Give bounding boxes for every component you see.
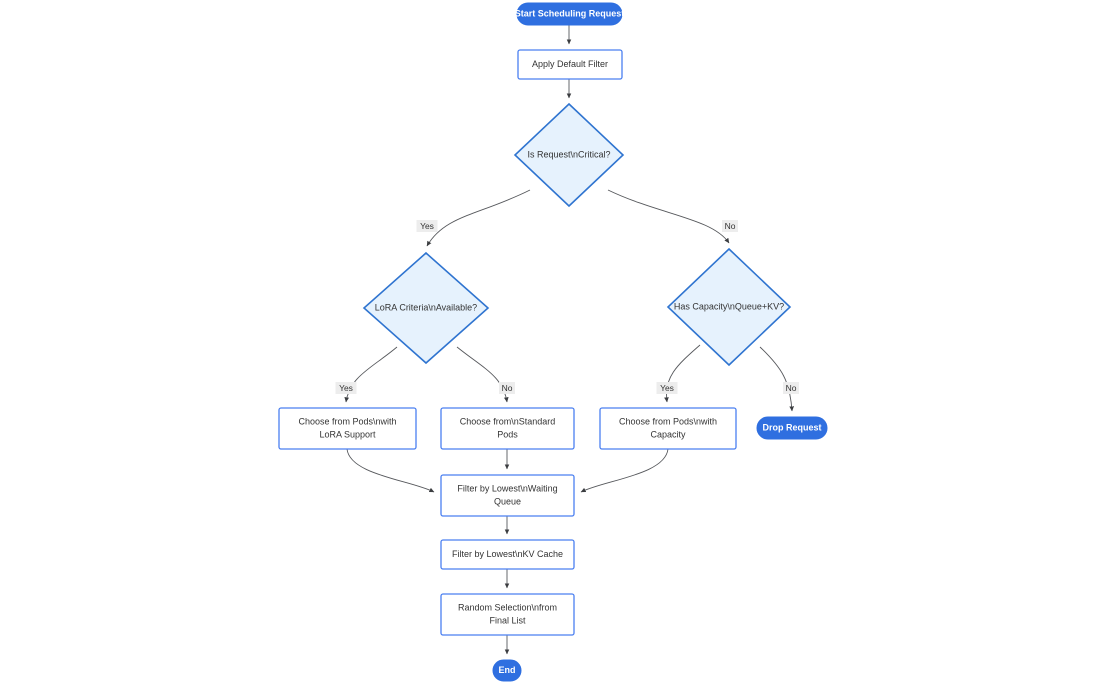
edge-label-text: No bbox=[502, 383, 513, 393]
node-label: Capacity bbox=[650, 429, 686, 439]
edge-label-background bbox=[416, 220, 438, 232]
node-label: Filter by Lowest\nWaiting bbox=[457, 483, 557, 493]
node-shape-pill bbox=[756, 416, 828, 440]
node-shape-rect bbox=[440, 593, 575, 636]
flow-edge bbox=[346, 448, 435, 493]
node-label: Filter by Lowest\nKV Cache bbox=[452, 549, 563, 559]
node-label: Final List bbox=[489, 615, 526, 625]
node-shape-pill bbox=[516, 2, 623, 26]
flow-node-apply_filter[interactable]: Apply Default Filter bbox=[517, 49, 623, 80]
edge-label-text: Yes bbox=[660, 383, 674, 393]
flow-edge bbox=[456, 346, 509, 403]
node-shape-rect bbox=[440, 539, 575, 570]
node-label: Choose from Pods\nwith bbox=[298, 416, 396, 426]
flow-node-drop_request[interactable]: Drop Request bbox=[756, 416, 828, 440]
node-shape-rect bbox=[599, 407, 737, 450]
node-label: LoRA Criteria\nAvailable? bbox=[375, 302, 477, 312]
node-label: Choose from\nStandard bbox=[460, 416, 556, 426]
node-shape-rect bbox=[278, 407, 417, 450]
node-shape-rect bbox=[440, 474, 575, 517]
node-label: Pods bbox=[497, 429, 518, 439]
node-shape-diamond bbox=[666, 247, 792, 367]
edge-label-text: No bbox=[786, 383, 797, 393]
edge-label-e8: No bbox=[783, 382, 799, 394]
edge-label-background bbox=[722, 220, 738, 232]
node-label: Start Scheduling Request bbox=[515, 8, 625, 18]
node-label: Is Request\nCritical? bbox=[527, 149, 610, 159]
edges-layer bbox=[344, 25, 795, 655]
edge-label-e7: Yes bbox=[656, 382, 678, 394]
edge-label-e6: No bbox=[499, 382, 515, 394]
edge-label-text: No bbox=[725, 221, 736, 231]
node-label: Random Selection\nfrom bbox=[458, 602, 557, 612]
flow-edge bbox=[426, 189, 531, 247]
edge-label-e5: Yes bbox=[335, 382, 357, 394]
node-shape-rect bbox=[517, 49, 623, 80]
edge-label-background bbox=[335, 382, 357, 394]
flow-edge bbox=[580, 448, 669, 493]
flow-node-has_capacity[interactable]: Has Capacity\nQueue+KV? bbox=[666, 247, 792, 367]
flow-node-filter_kv[interactable]: Filter by Lowest\nKV Cache bbox=[440, 539, 575, 570]
node-label: Has Capacity\nQueue+KV? bbox=[674, 301, 784, 311]
flow-node-start[interactable]: Start Scheduling Request bbox=[515, 2, 625, 26]
edge-label-background bbox=[499, 382, 515, 394]
flow-node-is_critical[interactable]: Is Request\nCritical? bbox=[513, 102, 625, 208]
node-label: Apply Default Filter bbox=[532, 59, 608, 69]
edge-label-e4: No bbox=[722, 220, 738, 232]
edge-label-background bbox=[783, 382, 799, 394]
node-shape-rect bbox=[440, 407, 575, 450]
node-label: Drop Request bbox=[762, 422, 821, 432]
edge-label-text: Yes bbox=[339, 383, 353, 393]
flow-edge bbox=[607, 189, 730, 244]
edge-label-background bbox=[656, 382, 678, 394]
flow-node-end[interactable]: End bbox=[492, 659, 522, 682]
node-shape-diamond bbox=[513, 102, 625, 208]
node-label: Queue bbox=[494, 496, 521, 506]
node-shape-pill bbox=[492, 659, 522, 682]
flow-edge bbox=[759, 346, 795, 412]
node-label: End bbox=[499, 665, 516, 675]
flow-edge bbox=[344, 346, 398, 403]
edge-label-text: Yes bbox=[420, 221, 434, 231]
node-label: LoRA Support bbox=[319, 429, 376, 439]
node-label: Choose from Pods\nwith bbox=[619, 416, 717, 426]
edge-label-e3: Yes bbox=[416, 220, 438, 232]
node-shape-diamond bbox=[362, 251, 490, 365]
flow-node-lora_criteria[interactable]: LoRA Criteria\nAvailable? bbox=[362, 251, 490, 365]
flow-edge bbox=[664, 344, 701, 403]
